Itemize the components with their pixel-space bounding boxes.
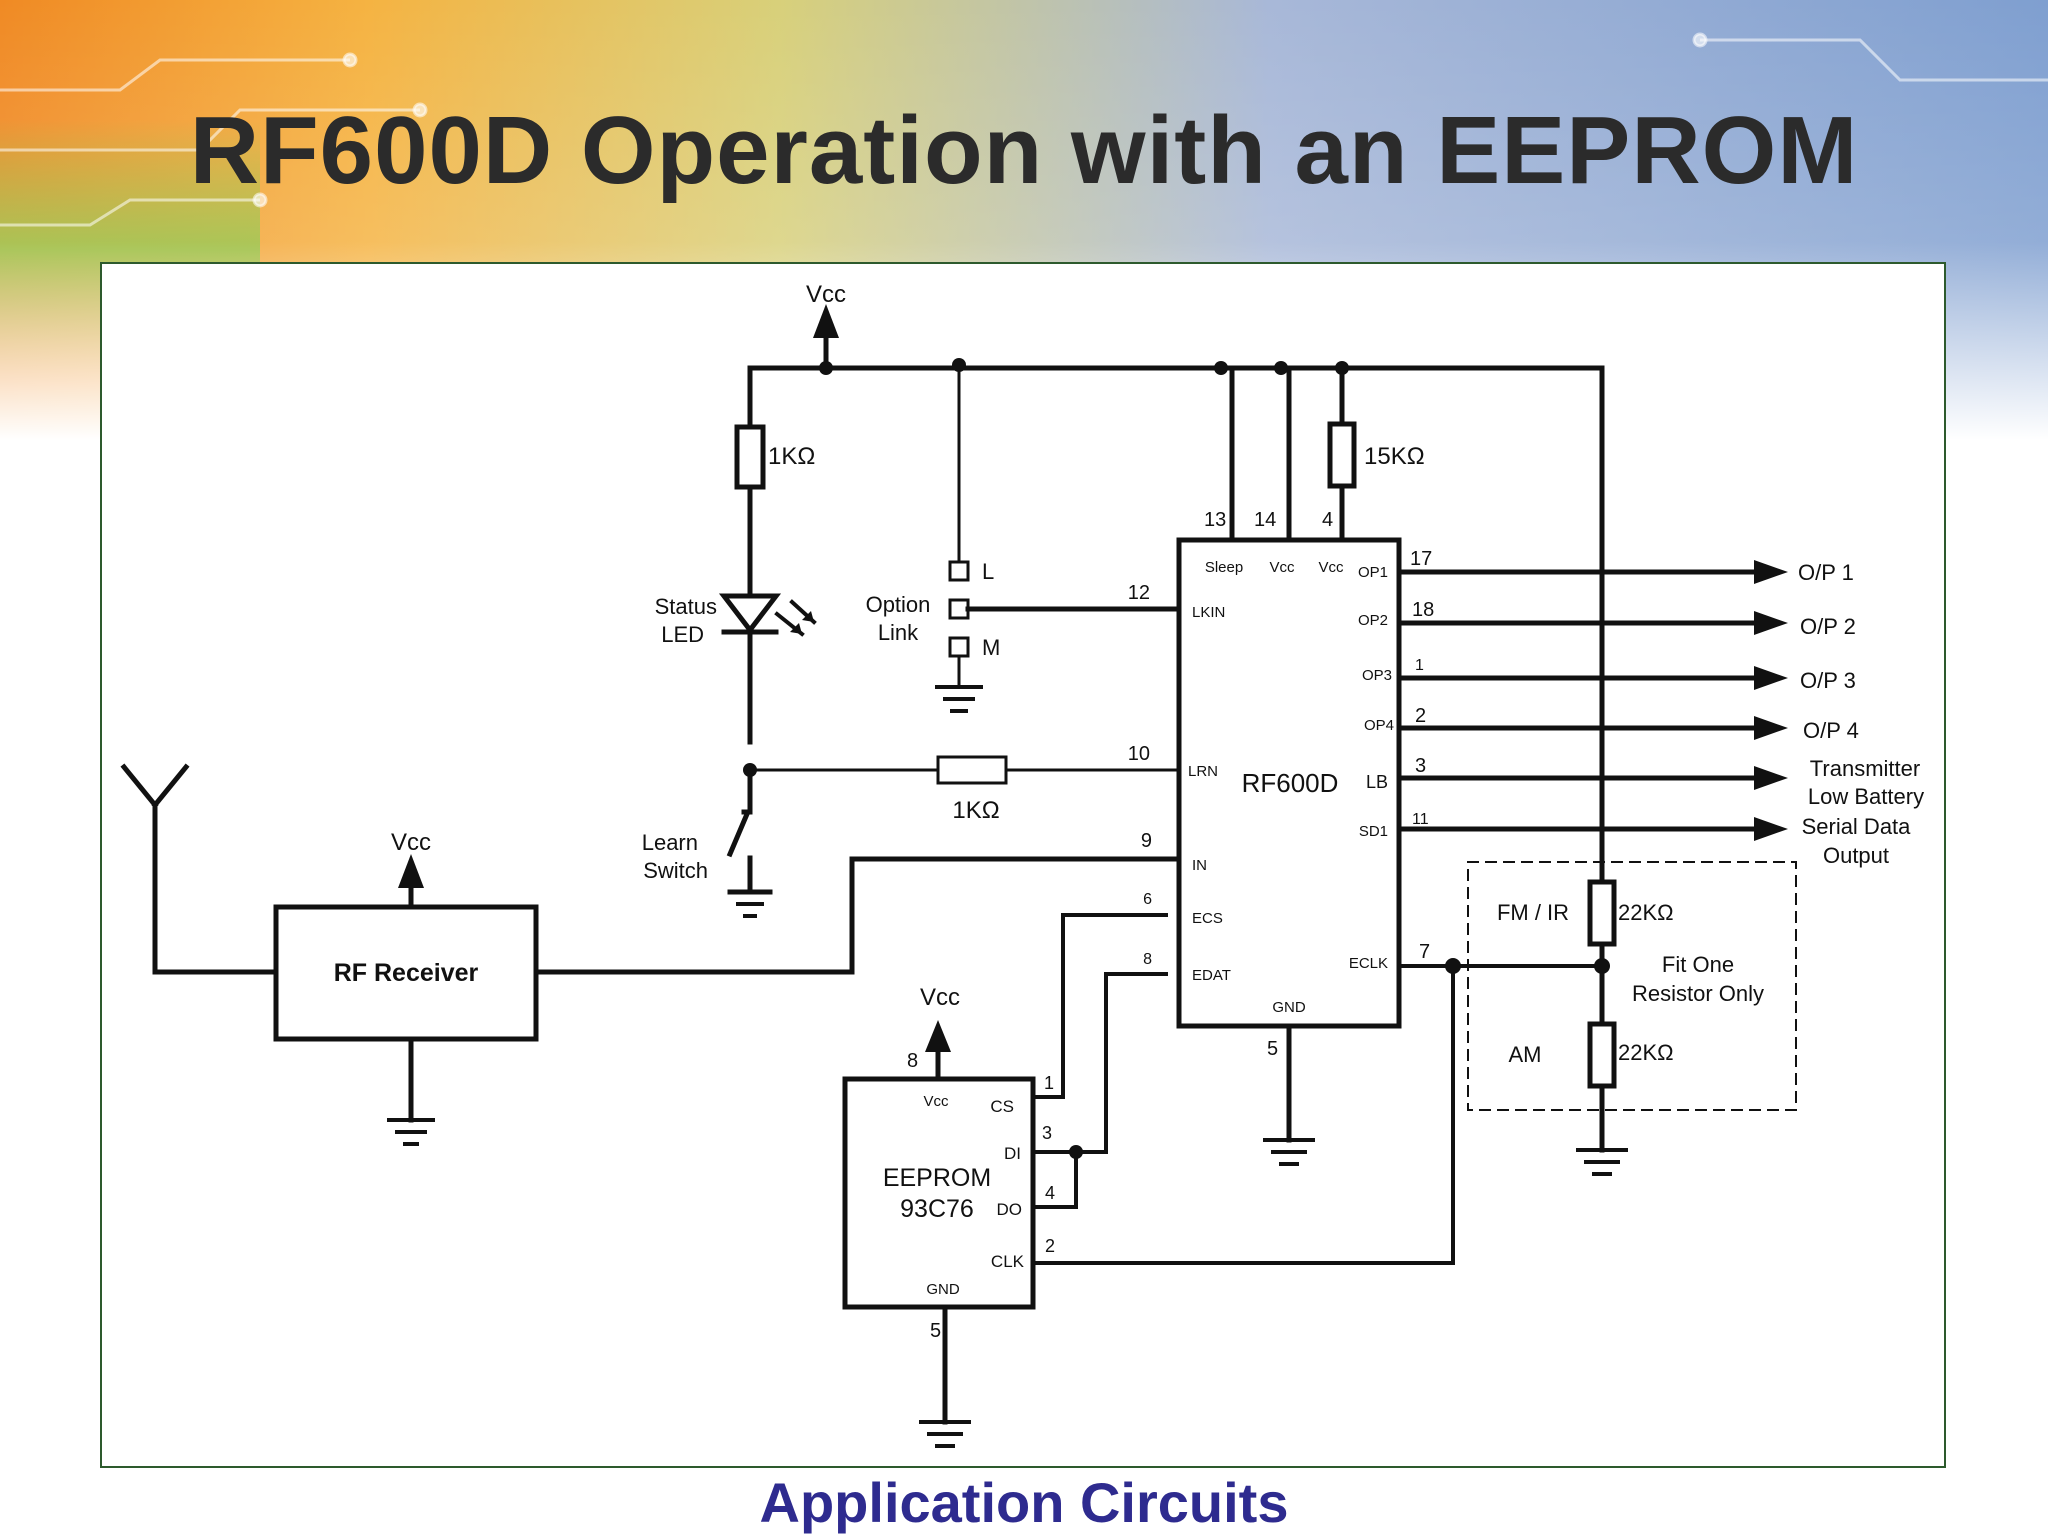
chip-pin-op4: OP4	[1364, 717, 1394, 734]
ee-pin-4: 4	[1045, 1183, 1055, 1203]
chip-pin-eclk: ECLK	[1349, 955, 1388, 972]
pin-4: 4	[1322, 509, 1333, 531]
eeprom-pin-vcc: Vcc	[923, 1093, 949, 1110]
option-link	[935, 363, 1179, 713]
learn-switch-label-1: Learn	[642, 830, 698, 855]
eeprom-pin-di: DI	[1004, 1144, 1021, 1163]
option-l-label: L	[982, 559, 994, 584]
output-op3: O/P 3	[1800, 668, 1856, 693]
chip-pin-lrn: LRN	[1188, 763, 1218, 780]
option-link-label-2: Link	[878, 620, 919, 645]
slide-title: RF600D Operation with an EEPROM	[189, 97, 1859, 204]
rf-receiver-label: RF Receiver	[334, 959, 479, 987]
pin-8: 8	[1143, 951, 1152, 968]
option-m-label: M	[982, 635, 1000, 660]
eeprom-name-1: EEPROM	[883, 1164, 991, 1192]
pin-9: 9	[1141, 830, 1152, 852]
schematic-frame: Vcc Vcc Vcc 1KΩ Status LED L M Option Li…	[100, 262, 1946, 1468]
chip-pin-edat: EDAT	[1192, 967, 1231, 984]
resistor-note-1: Fit One	[1662, 952, 1734, 977]
r-top-label: 22KΩ	[1618, 900, 1674, 925]
pin-6: 6	[1143, 891, 1152, 908]
ee-pin-1: 1	[1044, 1073, 1054, 1093]
option-link-label-1: Option	[866, 592, 931, 617]
chip-pin-vcc1: Vcc	[1269, 559, 1295, 576]
ee-pin-3: 3	[1042, 1123, 1052, 1143]
chip-pin-op3: OP3	[1362, 667, 1392, 684]
rf600d-chip	[1176, 365, 1402, 1166]
chip-pin-sleep: Sleep	[1205, 559, 1243, 576]
output-op1: O/P 1	[1798, 560, 1854, 585]
fm-ir-label: FM / IR	[1497, 900, 1569, 925]
output-sd-1: Serial Data	[1802, 814, 1912, 839]
status-led-label-1: Status	[655, 594, 717, 619]
learn-switch-label-2: Switch	[643, 858, 708, 883]
led-resistor-label: 1KΩ	[768, 443, 815, 470]
learn-resistor-label: 1KΩ	[952, 797, 999, 824]
chip-pin-op2: OP2	[1358, 612, 1388, 629]
chip-pin-op1: OP1	[1358, 564, 1388, 581]
pin-14: 14	[1254, 509, 1276, 531]
pin-2: 2	[1415, 705, 1426, 727]
ee-pin-5: 5	[930, 1320, 941, 1342]
chip-pin-sd1: SD1	[1359, 823, 1388, 840]
output-lb-2: Low Battery	[1808, 784, 1924, 809]
chip-pin-lkin: LKIN	[1192, 604, 1225, 621]
am-label: AM	[1509, 1042, 1542, 1067]
eeprom-pin-clk: CLK	[991, 1252, 1025, 1271]
eeprom-section	[842, 913, 1455, 1448]
pin-17: 17	[1410, 548, 1432, 570]
output-sd-2: Output	[1823, 843, 1889, 868]
output-lb-1: Transmitter	[1810, 756, 1920, 781]
resistor-note-2: Resistor Only	[1632, 981, 1764, 1006]
pin-7: 7	[1419, 941, 1430, 963]
output-op2: O/P 2	[1800, 614, 1856, 639]
pin-18: 18	[1412, 599, 1434, 621]
pin-11: 11	[1412, 811, 1429, 828]
vcc-label-receiver: Vcc	[391, 829, 431, 856]
output-lines	[1396, 560, 1788, 841]
pin-12: 12	[1128, 582, 1150, 604]
chip-pin-gnd: GND	[1272, 999, 1306, 1016]
learn-line	[748, 755, 1178, 785]
pin-3: 3	[1415, 755, 1426, 777]
vcc-rail	[747, 304, 1605, 375]
rf-receiver-section	[120, 763, 1179, 1146]
eeprom-name-2: 93C76	[900, 1195, 974, 1223]
eeprom-pin-gnd: GND	[926, 1281, 960, 1298]
chip-name: RF600D	[1242, 768, 1339, 798]
schematic-diagram: Vcc Vcc Vcc 1KΩ Status LED L M Option Li…	[120, 281, 1924, 1448]
pin-5-chip: 5	[1267, 1038, 1278, 1060]
pin-13: 13	[1204, 509, 1226, 531]
pin-1: 1	[1415, 657, 1424, 674]
ee-pin-8: 8	[907, 1050, 918, 1072]
chip-pin-vcc2: Vcc	[1318, 559, 1344, 576]
eeprom-pin-cs: CS	[990, 1097, 1014, 1116]
footer-title: Application Circuits	[759, 1471, 1289, 1534]
eeprom-pin-do: DO	[997, 1200, 1023, 1219]
chip-pin-in: IN	[1192, 857, 1207, 874]
vcc-label-eeprom: Vcc	[920, 984, 960, 1011]
chip-pin-ecs: ECS	[1192, 910, 1223, 927]
pin-10: 10	[1128, 743, 1150, 765]
chip-pin-lb: LB	[1366, 772, 1388, 792]
vcc-label-top: Vcc	[806, 281, 846, 308]
r-bottom-label: 22KΩ	[1618, 1040, 1674, 1065]
resistor-option	[1397, 365, 1797, 1265]
status-led-branch	[718, 365, 817, 918]
pullup-resistor-label: 15KΩ	[1364, 443, 1425, 470]
ee-pin-2: 2	[1045, 1236, 1055, 1256]
status-led-label-2: LED	[661, 622, 704, 647]
output-op4: O/P 4	[1803, 718, 1859, 743]
